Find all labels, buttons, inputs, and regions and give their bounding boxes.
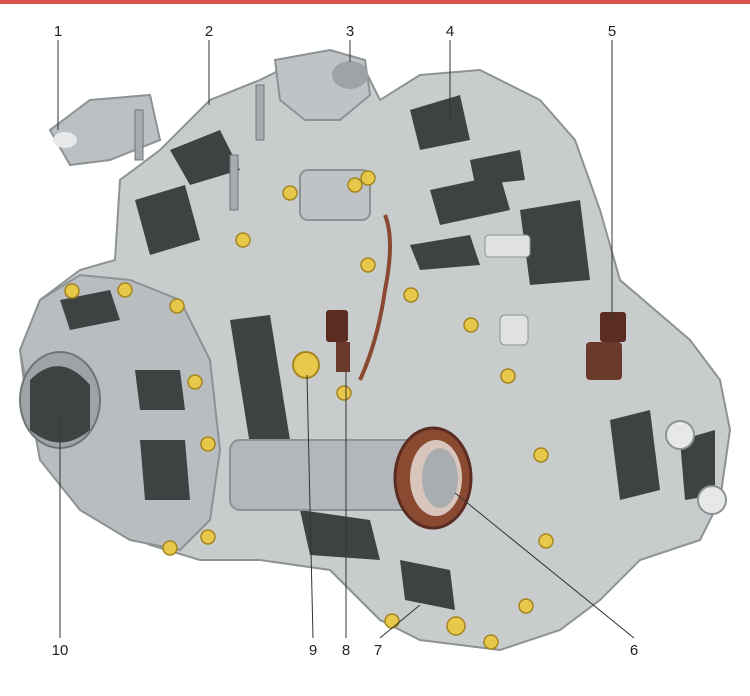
callout-label-3: 3 [345, 23, 355, 40]
speed-sensor [326, 310, 348, 342]
reverse-light-switch [600, 312, 626, 342]
callout-label-5: 5 [607, 23, 617, 40]
sensor-wire [358, 214, 392, 381]
mounting-bracket [48, 93, 162, 167]
bolts [64, 170, 554, 650]
callout-label-10: 10 [51, 642, 69, 659]
callout-label-8: 8 [341, 642, 351, 659]
callout-label-1: 1 [53, 23, 63, 40]
callout-label-2: 2 [204, 23, 214, 40]
top-accent-rule [0, 0, 750, 4]
callout-label-7: 7 [373, 642, 383, 659]
callout-label-6: 6 [629, 642, 639, 659]
callout-label-9: 9 [308, 642, 318, 659]
filler-plug [292, 351, 320, 379]
callout-label-4: 4 [445, 23, 455, 40]
